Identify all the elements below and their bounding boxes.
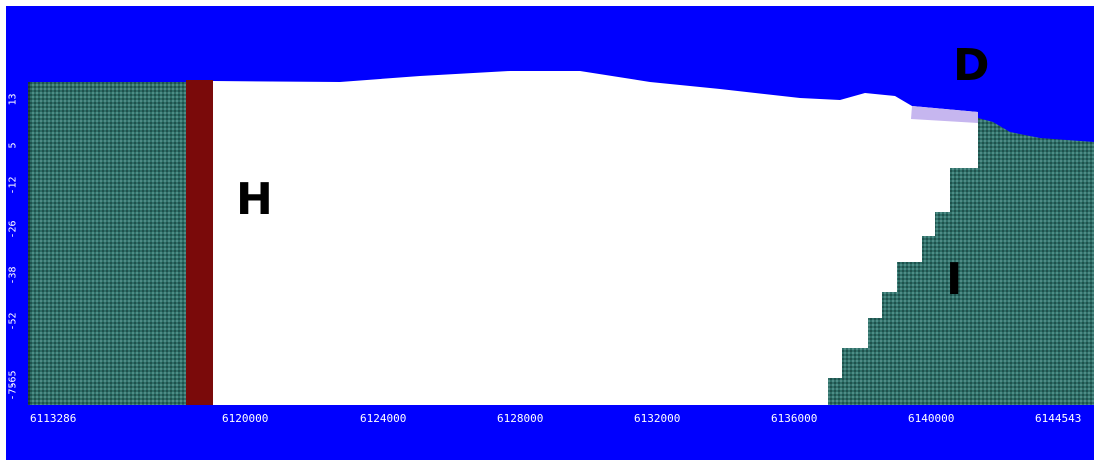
x-tick-label: 6113286: [30, 412, 77, 425]
y-tick-label: -26: [7, 220, 19, 239]
x-tick-label: 6124000: [360, 412, 407, 425]
x-tick-label: 6144543: [1035, 412, 1082, 425]
right-rock-block: [828, 118, 1094, 405]
purple-lens: [911, 106, 978, 123]
y-tick-label: 13: [7, 93, 19, 106]
x-tick-label: 6120000: [222, 412, 269, 425]
y-tick-label: -52: [7, 312, 19, 331]
y-tick-label: -38: [7, 266, 19, 285]
region-label-h: H: [236, 174, 273, 225]
region-label-i: I: [946, 254, 963, 305]
x-tick-label: 6136000: [771, 412, 818, 425]
region-label-d: D: [953, 40, 990, 91]
y-tick-label: -12: [7, 176, 19, 195]
y-tick-label: -75: [7, 382, 19, 401]
left-rock-block: [28, 82, 186, 405]
white-cavity: [213, 71, 978, 405]
x-tick-label: 6132000: [634, 412, 681, 425]
x-tick-label: 6128000: [497, 412, 544, 425]
fault-band: [186, 80, 213, 405]
x-tick-label: 6140000: [908, 412, 955, 425]
y-tick-label: 5: [7, 142, 19, 149]
